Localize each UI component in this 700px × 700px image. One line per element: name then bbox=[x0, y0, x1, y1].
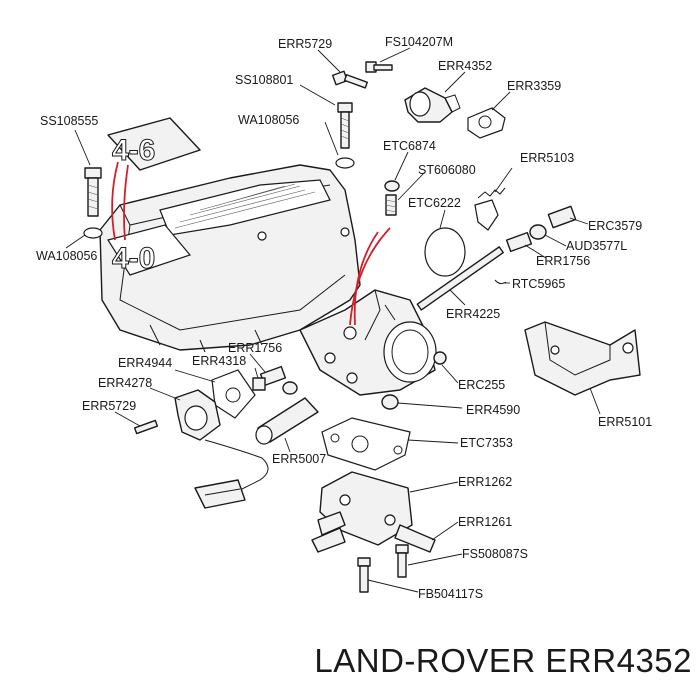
plenum-emboss-mark: 4-0 bbox=[112, 242, 155, 275]
label-etc6222: ETC6222 bbox=[408, 196, 461, 210]
bolt-err5729 bbox=[331, 70, 369, 89]
bolt-ss108555 bbox=[84, 167, 102, 217]
label-fb504117s: FB504117S bbox=[418, 587, 483, 601]
bush-erc3579 bbox=[547, 205, 577, 229]
label-wa108056-left: WA108056 bbox=[36, 249, 97, 263]
leader-lines bbox=[65, 47, 601, 593]
seal-aud3577l bbox=[529, 224, 547, 240]
label-err3359: ERR3359 bbox=[507, 79, 561, 93]
label-err4278: ERR4278 bbox=[98, 376, 152, 390]
label-err4590: ERR4590 bbox=[466, 403, 520, 417]
label-etc6874: ETC6874 bbox=[383, 139, 436, 153]
label-err4225: ERR4225 bbox=[446, 307, 500, 321]
cap-etc6874 bbox=[384, 180, 400, 192]
label-err4318: ERR4318 bbox=[192, 354, 246, 368]
bush-err1756-right bbox=[505, 231, 533, 253]
disc-etc6222 bbox=[424, 227, 466, 277]
washer-wa108056-left bbox=[83, 227, 103, 239]
label-err4944: ERR4944 bbox=[118, 356, 172, 370]
label-etc7353: ETC7353 bbox=[460, 436, 513, 450]
screw-st606080 bbox=[385, 194, 397, 216]
label-err1261: ERR1261 bbox=[458, 515, 512, 529]
gasket-err4944 bbox=[211, 369, 256, 419]
label-erc255: ERC255 bbox=[458, 378, 505, 392]
sensor-err4278 bbox=[174, 389, 269, 509]
label-err5007: ERR5007 bbox=[272, 452, 326, 466]
label-st606080: ST606080 bbox=[418, 163, 476, 177]
label-aud3577l: AUD3577L bbox=[566, 239, 627, 253]
housing-err1262 bbox=[311, 471, 413, 553]
cover-emboss-mark: 4-6 bbox=[112, 134, 155, 167]
washer-wa108056 bbox=[335, 157, 355, 169]
label-err5729-left: ERR5729 bbox=[82, 399, 136, 413]
label-fs104207m: FS104207M bbox=[385, 35, 453, 49]
pipe-err1261 bbox=[394, 524, 436, 553]
caption-part-number: LAND-ROVER ERR4352 bbox=[314, 642, 692, 679]
screw-err5729-left bbox=[133, 419, 159, 435]
spindle-err4225 bbox=[416, 246, 504, 311]
label-err4352: ERR4352 bbox=[438, 59, 492, 73]
label-wa108056: WA108056 bbox=[238, 113, 299, 127]
plenum-chamber: 4-0 bbox=[99, 164, 361, 353]
label-err1756: ERR1756 bbox=[536, 254, 590, 268]
label-ss108555: SS108555 bbox=[40, 114, 98, 128]
plenum-cover-plate: 4-6 bbox=[107, 117, 201, 171]
highlight-line bbox=[349, 227, 391, 326]
highlight-line bbox=[353, 231, 379, 326]
label-ss108801: SS108801 bbox=[235, 73, 293, 87]
highlight-line bbox=[123, 164, 129, 241]
label-err5103: ERR5103 bbox=[520, 151, 574, 165]
spacer-err4318 bbox=[252, 377, 266, 391]
pipe-err5007 bbox=[255, 397, 319, 445]
label-err5101: ERR5101 bbox=[598, 415, 652, 429]
gasket-etc7353 bbox=[321, 417, 411, 471]
label-err1756-mid: ERR1756 bbox=[228, 341, 282, 355]
bush-small bbox=[282, 381, 298, 395]
bush-erc255 bbox=[433, 351, 447, 365]
stepper-motor-err4352 bbox=[404, 87, 461, 123]
label-err1262: ERR1262 bbox=[458, 475, 512, 489]
bracket-err5101 bbox=[524, 321, 641, 396]
spring-err5103 bbox=[474, 187, 506, 231]
seal-err4590 bbox=[381, 394, 399, 410]
gasket-err3359 bbox=[467, 107, 506, 139]
label-fs508087s: FS508087S bbox=[462, 547, 528, 561]
part-labels: ERR5729 FS104207M SS108801 ERR4352 ERR33… bbox=[36, 35, 652, 601]
bolt-ss108801 bbox=[337, 102, 353, 149]
label-rtc5965: RTC5965 bbox=[512, 277, 565, 291]
bolt-fs508087s bbox=[395, 544, 409, 578]
highlight-line bbox=[111, 161, 119, 241]
throttle-housing bbox=[299, 289, 437, 396]
bolt-fb504117s bbox=[357, 557, 371, 593]
bolt-fs104207m bbox=[365, 61, 393, 73]
label-err5729: ERR5729 bbox=[278, 37, 332, 51]
label-erc3579: ERC3579 bbox=[588, 219, 642, 233]
